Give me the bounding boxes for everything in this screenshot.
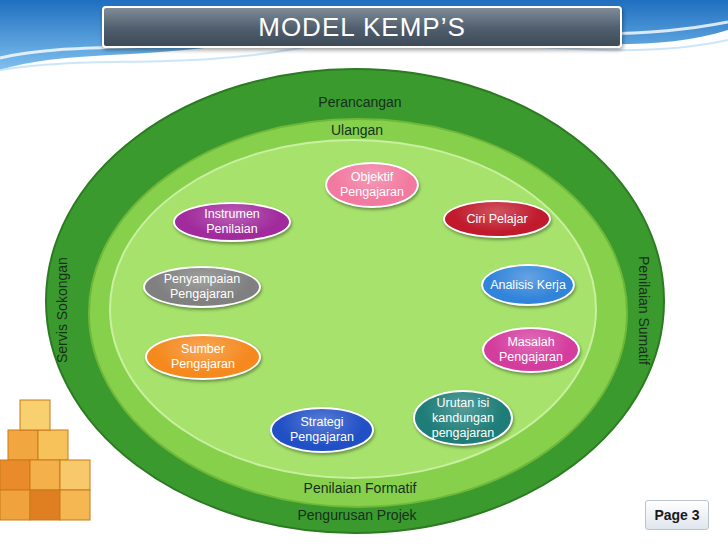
inner-ellipse (110, 140, 596, 478)
band-label: Penilaian Formatif (260, 481, 460, 496)
process-oval: Analisis Kerja (481, 264, 575, 306)
process-oval: Objektif Pengajaran (325, 162, 419, 208)
title-banner: MODEL KEMP’S (102, 6, 622, 48)
title-text: MODEL KEMP’S (258, 12, 466, 43)
band-label: Servis Sokongan (55, 230, 70, 390)
band-label: Perancangan (260, 95, 460, 110)
oval-label: Ciri Pelajar (466, 212, 527, 227)
header-wave (0, 0, 728, 70)
process-oval: Urutan isi kandungan pengajaran (413, 390, 513, 446)
oval-label: Penyampaian Pengajaran (151, 272, 253, 302)
outer-ellipse: PerancanganServis Sokongan Penilaian Suma… (45, 68, 665, 534)
oval-label: Strategi Pengajaran (278, 415, 366, 445)
oval-label: Masalah Pengajaran (490, 335, 572, 365)
ellipse-shape (89, 119, 627, 507)
oval-label: Sumber Pengajaran (153, 342, 253, 372)
process-oval: Sumber Pengajaran (145, 334, 261, 380)
oval-label: Objektif Pengajaran (333, 170, 411, 200)
inner-band: UlanganPenilaian Formatif Objektif Pengaj… (88, 118, 628, 508)
oval-label: Instrumen Penilaian (181, 207, 283, 237)
band-label: Penilaian Sumatif (635, 230, 650, 390)
oval-label: Urutan isi kandungan pengajaran (421, 396, 505, 441)
page-number: Page 3 (654, 507, 699, 523)
band-label: Pengurusan Projek (257, 508, 457, 523)
process-oval: Strategi Pengajaran (270, 407, 374, 453)
page-number-box: Page 3 (645, 500, 709, 530)
process-oval: Ciri Pelajar (443, 200, 551, 238)
process-oval: Instrumen Penilaian (173, 202, 291, 242)
oval-label: Analisis Kerja (490, 278, 566, 293)
cube-stack (0, 400, 90, 520)
ellipse-shape (46, 69, 664, 533)
band-label: Ulangan (277, 123, 437, 138)
process-oval: Penyampaian Pengajaran (143, 266, 261, 308)
process-oval: Masalah Pengajaran (482, 327, 580, 373)
